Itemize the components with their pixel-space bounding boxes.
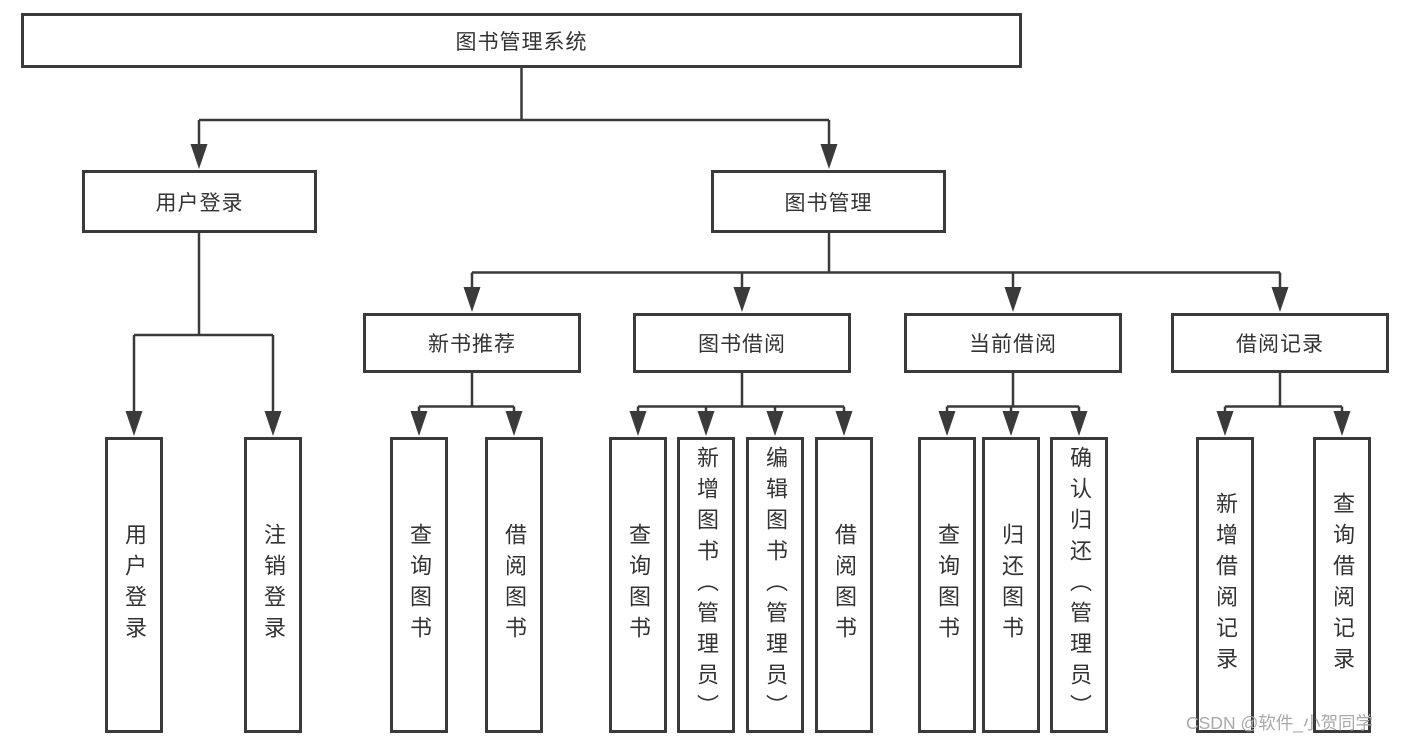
arrowhead xyxy=(1216,411,1234,436)
arrowhead xyxy=(463,287,481,312)
connector-current-borrow-to-leaves xyxy=(938,373,1088,436)
node-root: 图书管理系统 xyxy=(21,13,1022,68)
node-leaf-confirm-return: 确认归还（管理员） xyxy=(1050,437,1108,733)
arrowhead xyxy=(1002,411,1020,436)
arrowhead xyxy=(1070,411,1088,436)
arrowhead xyxy=(938,411,956,436)
arrowhead xyxy=(629,411,647,436)
leaf-label: 归还图书 xyxy=(999,523,1024,647)
leaf-label: 用户登录 xyxy=(122,523,147,647)
leaf-label: 查询图书 xyxy=(626,523,651,647)
connector-user-login-to-leaves xyxy=(125,233,282,436)
leaf-label: 注销登录 xyxy=(261,523,286,647)
leaf-label: 新增借阅记录 xyxy=(1213,492,1238,678)
node-leaf-add-book: 新增图书（管理员） xyxy=(677,437,735,733)
leaf-label: 借阅图书 xyxy=(502,523,527,647)
node-leaf-query-borrow-record: 查询借阅记录 xyxy=(1313,437,1371,733)
arrowhead xyxy=(410,411,428,436)
csdn-watermark: CSDN @软件_小贺同学 xyxy=(1186,713,1373,733)
leaf-label: 确认归还（管理员） xyxy=(1067,445,1092,725)
arrowhead xyxy=(125,411,143,436)
node-leaf-query-book-current: 查询图书 xyxy=(918,437,976,733)
node-leaf-query-book-borrow: 查询图书 xyxy=(609,437,667,733)
arrowhead xyxy=(264,411,282,436)
arrowhead xyxy=(1004,287,1022,312)
node-user-login: 用户登录 xyxy=(82,170,317,233)
node-leaf-query-book-recommend: 查询图书 xyxy=(390,437,448,733)
leaf-label: 新增图书（管理员） xyxy=(694,445,719,725)
node-new-book-recommend: 新书推荐 xyxy=(363,313,581,373)
node-leaf-user-login: 用户登录 xyxy=(105,437,163,733)
leaf-label: 编辑图书（管理员） xyxy=(763,445,788,725)
node-leaf-borrow-book-borrow: 借阅图书 xyxy=(815,437,873,733)
node-leaf-return-book: 归还图书 xyxy=(982,437,1040,733)
node-book-management: 图书管理 xyxy=(711,170,946,233)
leaf-label: 查询图书 xyxy=(407,523,432,647)
node-leaf-edit-book: 编辑图书（管理员） xyxy=(746,437,804,733)
leaf-label: 借阅图书 xyxy=(832,523,857,647)
leaf-label: 查询图书 xyxy=(935,523,960,647)
connector-borrow-records-to-leaves xyxy=(1216,373,1351,436)
leaf-label: 查询借阅记录 xyxy=(1330,492,1355,678)
arrowhead xyxy=(835,411,853,436)
node-book-borrow: 图书借阅 xyxy=(633,313,851,373)
arrowhead xyxy=(766,411,784,436)
arrowhead xyxy=(820,144,838,169)
connector-book-borrow-to-leaves xyxy=(629,373,853,436)
node-current-borrow: 当前借阅 xyxy=(904,313,1122,373)
arrowhead xyxy=(697,411,715,436)
arrowhead xyxy=(190,144,208,169)
arrowhead xyxy=(1271,287,1289,312)
node-leaf-logout: 注销登录 xyxy=(244,437,302,733)
node-borrow-records: 借阅记录 xyxy=(1171,313,1389,373)
connector-book-management-to-level3 xyxy=(463,233,1289,312)
connector-root-to-level2 xyxy=(190,68,838,169)
arrowhead xyxy=(733,287,751,312)
node-leaf-borrow-book-recommend: 借阅图书 xyxy=(485,437,543,733)
connector-new-book-recommend-to-leaves xyxy=(410,373,523,436)
arrowhead xyxy=(1333,411,1351,436)
node-leaf-add-borrow-record: 新增借阅记录 xyxy=(1196,437,1254,733)
arrowhead xyxy=(505,411,523,436)
